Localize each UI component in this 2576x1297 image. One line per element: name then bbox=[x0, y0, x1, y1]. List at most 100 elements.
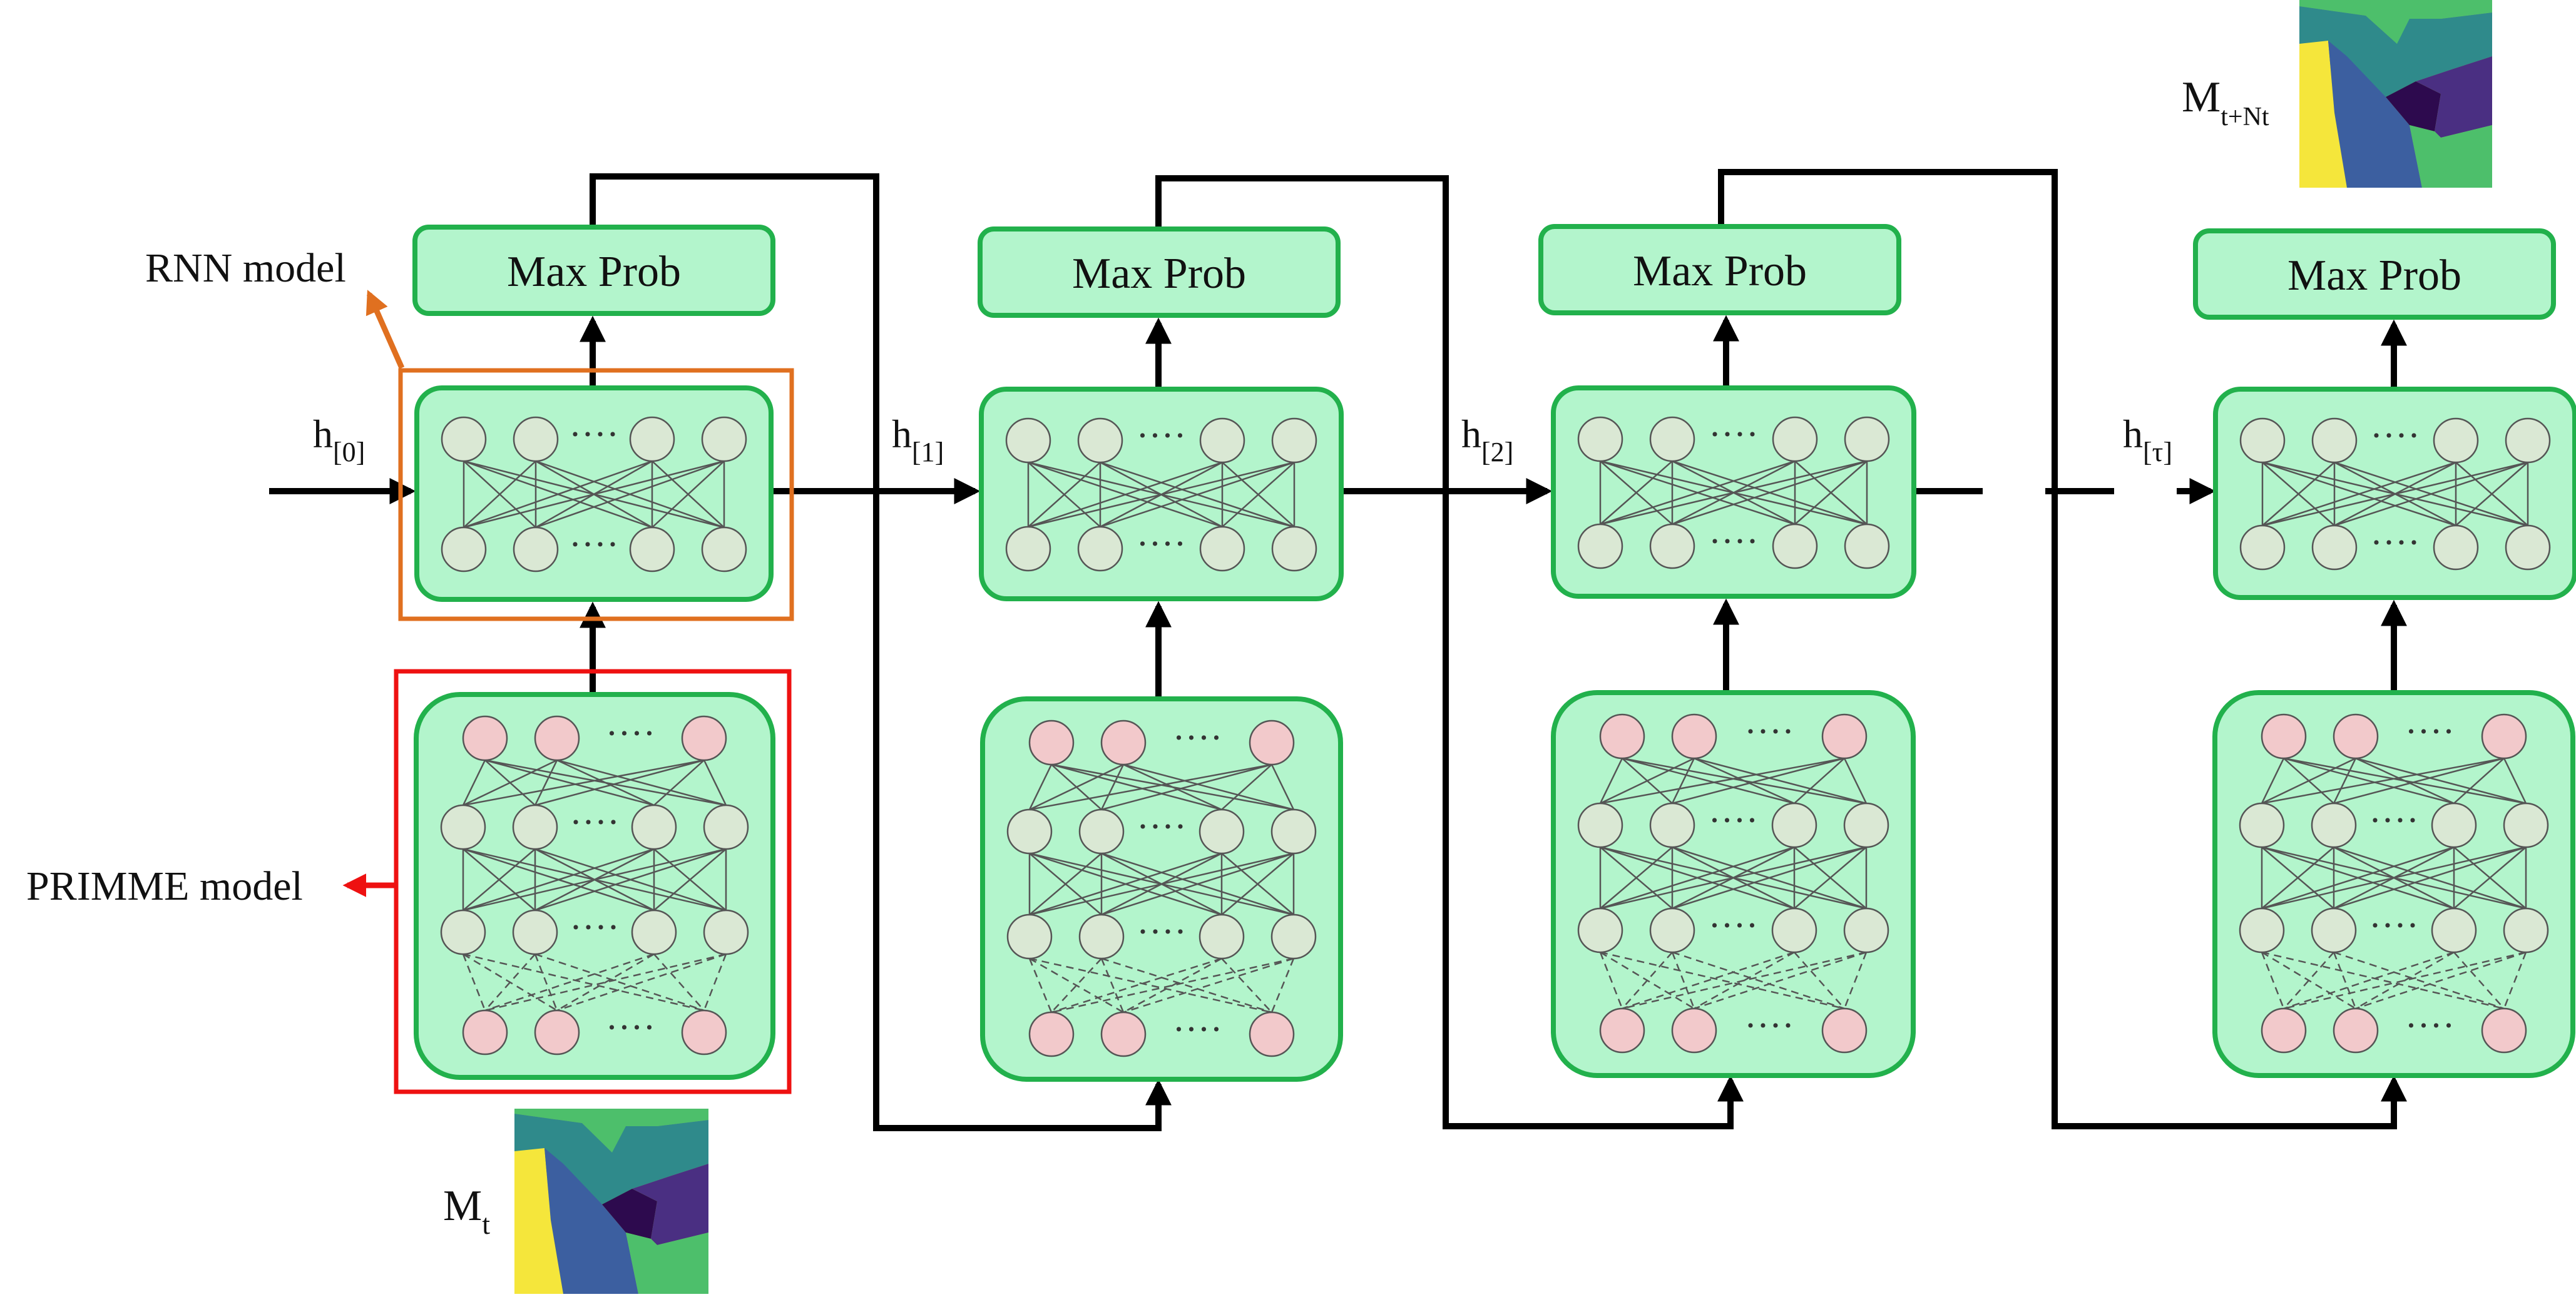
neuron bbox=[1199, 417, 1245, 464]
primme-block bbox=[980, 696, 1343, 1082]
neuron bbox=[1772, 523, 1818, 569]
neuron-connection bbox=[1029, 852, 1294, 916]
neuron-connection bbox=[1672, 460, 1868, 526]
neuron bbox=[1100, 1011, 1147, 1057]
neuron bbox=[512, 804, 558, 850]
ellipsis-label: ···· bbox=[569, 414, 619, 455]
neuron bbox=[2503, 907, 2549, 954]
neuron bbox=[1649, 416, 1695, 462]
neuron-connection bbox=[2333, 846, 2527, 910]
neuron-connection bbox=[1794, 847, 1867, 909]
neuron bbox=[1005, 417, 1051, 464]
max-prob-label: Max Prob bbox=[1633, 247, 1807, 295]
neuron-connection bbox=[1794, 460, 1868, 525]
neuron bbox=[701, 416, 747, 462]
neuron-connection bbox=[463, 759, 558, 806]
neuron-connection bbox=[2503, 758, 2527, 804]
neuron-connection bbox=[2283, 952, 2334, 1009]
ellipsis-label: ···· bbox=[2369, 905, 2419, 946]
neuron-connection bbox=[2453, 758, 2505, 804]
neuron-connection bbox=[556, 759, 655, 806]
neuron-connection bbox=[463, 848, 655, 912]
hidden-state-label: h[2] bbox=[1461, 412, 1513, 467]
neuron bbox=[1006, 913, 1053, 960]
neuron bbox=[2505, 524, 2551, 571]
neuron-connection bbox=[1599, 952, 1623, 1009]
neuron-connection bbox=[1672, 757, 1845, 805]
primme-highlight-frame bbox=[394, 669, 792, 1094]
neuron-connection bbox=[1672, 951, 1845, 1010]
neuron bbox=[1821, 1007, 1868, 1054]
neuron-connection bbox=[1221, 764, 1272, 810]
neuron-connection bbox=[1622, 757, 1795, 805]
neuron bbox=[2433, 524, 2479, 571]
ellipsis-label: ···· bbox=[606, 1007, 656, 1048]
neuron-connection bbox=[1028, 461, 1295, 528]
ellipsis-label: ···· bbox=[2369, 800, 2419, 841]
neuron-connection bbox=[2355, 757, 2527, 805]
neuron-connection bbox=[1622, 951, 1867, 1010]
neuron-connection bbox=[2283, 951, 2455, 1010]
neuron-connection bbox=[2262, 461, 2456, 527]
ellipsis-label: ···· bbox=[606, 713, 656, 754]
neuron bbox=[703, 909, 749, 955]
ellipsis-label: ···· bbox=[1709, 905, 1759, 946]
neuron bbox=[1028, 1011, 1075, 1057]
neuron bbox=[2311, 524, 2358, 571]
neuron-connection bbox=[1694, 951, 1867, 1010]
neuron-connection bbox=[1101, 957, 1272, 1014]
neuron-connection bbox=[1671, 758, 1695, 804]
neuron bbox=[703, 804, 749, 850]
neuron-connection bbox=[1694, 757, 1795, 805]
neuron-connection bbox=[556, 953, 727, 1012]
neuron-connection bbox=[2283, 951, 2527, 1010]
neuron-connection bbox=[2261, 757, 2356, 805]
neuron-connection bbox=[1600, 757, 1695, 805]
neuron-connection bbox=[2355, 951, 2527, 1010]
network-column: Max Prob························ bbox=[2193, 228, 2576, 1078]
neuron-connection bbox=[2261, 847, 2334, 909]
neuron-connection bbox=[1600, 460, 1673, 525]
neuron bbox=[1271, 526, 1317, 572]
neuron bbox=[1249, 720, 1295, 766]
neuron bbox=[2333, 1007, 2379, 1054]
neuron-connection bbox=[2355, 951, 2455, 1010]
max-prob-box bbox=[2193, 228, 2556, 320]
neuron-connection bbox=[1028, 462, 1101, 527]
rnn-model-label: RNN model bbox=[145, 245, 346, 291]
neuron bbox=[440, 909, 486, 955]
neuron bbox=[2431, 802, 2477, 848]
ellipsis-label: ···· bbox=[1744, 1005, 1794, 1046]
neuron-connection bbox=[703, 760, 727, 806]
neuron bbox=[1577, 523, 1623, 569]
neuron-connection bbox=[2261, 952, 2285, 1009]
neuron-connection bbox=[2334, 461, 2528, 527]
neuron bbox=[1599, 713, 1645, 760]
neuron-connection bbox=[2333, 758, 2357, 804]
neuron bbox=[1577, 802, 1623, 848]
feedback-arrow bbox=[1718, 169, 2407, 1129]
neuron-connection bbox=[1101, 852, 1294, 916]
neuron bbox=[1821, 713, 1868, 760]
neuron-connection bbox=[1794, 758, 1845, 804]
neuron-connection bbox=[1600, 460, 1796, 526]
neuron-connection bbox=[2455, 462, 2528, 526]
neuron-connection bbox=[463, 848, 536, 911]
ellipsis-label: ···· bbox=[1709, 800, 1759, 841]
neuron-connection bbox=[2333, 951, 2505, 1010]
neuron-connection bbox=[2453, 847, 2527, 909]
max-prob-label: Max Prob bbox=[1072, 250, 1246, 298]
neuron-connection bbox=[1599, 758, 1623, 804]
rnn-model-pointer bbox=[365, 290, 405, 369]
neuron bbox=[681, 1009, 727, 1055]
neuron bbox=[1844, 416, 1890, 462]
neuron bbox=[513, 416, 559, 462]
neuron-connection bbox=[1029, 853, 1102, 915]
ellipsis-label: ···· bbox=[570, 907, 620, 948]
neuron-connection bbox=[484, 954, 536, 1011]
ellipsis-label: ···· bbox=[2405, 711, 2455, 752]
neuron bbox=[629, 416, 675, 462]
max-prob-box bbox=[978, 226, 1341, 318]
neuron bbox=[1005, 526, 1051, 572]
